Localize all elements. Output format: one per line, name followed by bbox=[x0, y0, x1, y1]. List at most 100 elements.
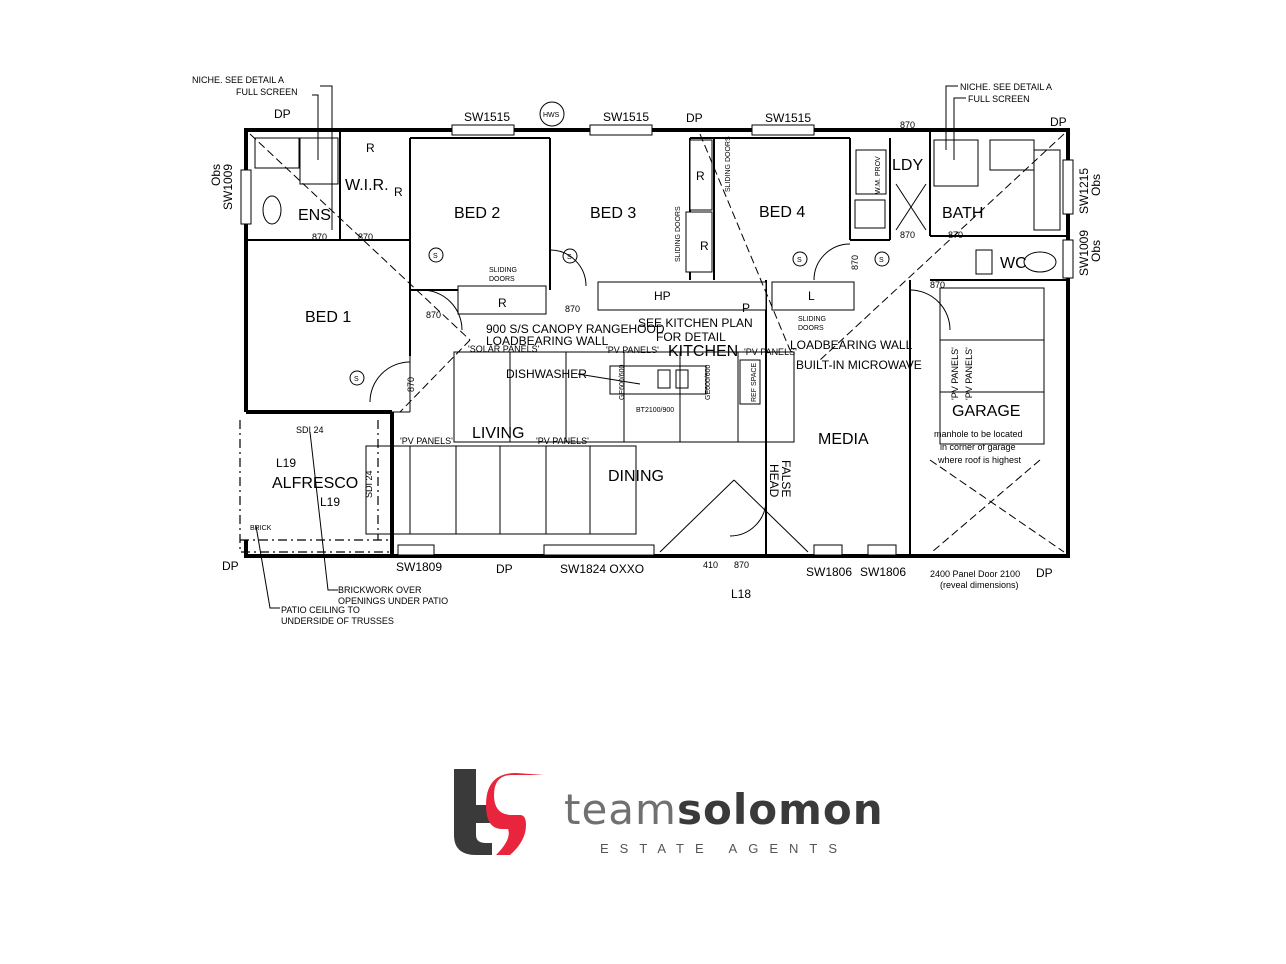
internal-walls bbox=[246, 130, 1068, 556]
note-ref-space: REF SPACE bbox=[751, 363, 758, 402]
dp-label: DP bbox=[496, 562, 513, 576]
dim-870: 870 bbox=[900, 120, 915, 130]
smoke-detector-icon: S bbox=[567, 254, 572, 261]
room-bed-2: BED 2 bbox=[454, 205, 500, 222]
annotations: NICHE. SEE DETAIL A FULL SCREEN NICHE. S… bbox=[192, 75, 1052, 626]
note-ge: GE600/600 bbox=[705, 364, 712, 400]
note-rangehood: 900 S/S CANOPY RANGEHOOD bbox=[486, 322, 665, 336]
smoke-detector-icon: S bbox=[879, 257, 884, 264]
dp-label: DP bbox=[222, 559, 239, 573]
dim-870: 870 bbox=[565, 304, 580, 314]
note-sliding: SLIDING bbox=[798, 316, 826, 323]
note-pv-panels: 'PV PANELS' bbox=[950, 347, 960, 400]
note-loadbearing: LOADBEARING WALL bbox=[790, 338, 913, 352]
note-brick: BRICK bbox=[250, 525, 272, 532]
note-patio-1: PATIO CEILING TO bbox=[281, 605, 360, 615]
dimension-labels: 870 870 870 870 870 870 870 870 870 410 … bbox=[276, 120, 963, 601]
windows bbox=[240, 124, 1074, 556]
hws-label: HWS bbox=[543, 112, 560, 119]
dim-870: 870 bbox=[900, 230, 915, 240]
window-obs: Obs bbox=[1089, 174, 1103, 196]
note-sliding-doors: SLIDING DOORS bbox=[725, 136, 732, 192]
room-wc: WC bbox=[1000, 255, 1027, 272]
note-pv-panels: 'PV PANELS' bbox=[400, 436, 453, 446]
note-full-screen: FULL SCREEN bbox=[968, 94, 1030, 104]
note-bt: BT2100/900 bbox=[636, 407, 674, 414]
window-obs: Obs bbox=[209, 164, 223, 186]
brand-name-bold: solomon bbox=[676, 785, 884, 834]
smoke-detector-icon: S bbox=[354, 376, 359, 383]
downpipe-labels: DP DP DP DP DP DP HWS bbox=[222, 107, 1067, 580]
linen-marker: L bbox=[808, 289, 815, 303]
note-pv-panels: 'PV PANELS' bbox=[606, 345, 659, 355]
level-l19: L19 bbox=[320, 495, 340, 509]
room-ens: ENS bbox=[298, 207, 331, 224]
note-microwave: BUILT-IN MICROWAVE bbox=[796, 358, 922, 372]
window-obs: Obs bbox=[1089, 240, 1103, 262]
note-manhole-3: where roof is highest bbox=[937, 455, 1022, 465]
note-for-detail: FOR DETAIL bbox=[656, 330, 726, 344]
note-see-kitchen: SEE KITCHEN PLAN bbox=[638, 316, 753, 330]
note-niche: NICHE. SEE DETAIL A bbox=[960, 82, 1052, 92]
window-label: SW1515 bbox=[765, 111, 811, 125]
note-doors: DOORS bbox=[489, 276, 515, 283]
room-bath: BATH bbox=[942, 205, 983, 222]
dp-label: DP bbox=[686, 111, 703, 125]
dim-410: 410 bbox=[703, 560, 718, 570]
room-wir: W.I.R. bbox=[345, 177, 389, 194]
note-full-screen: FULL SCREEN bbox=[236, 87, 298, 97]
window-label: SW1009 bbox=[1077, 230, 1091, 276]
robe-marker: R bbox=[366, 141, 375, 155]
room-dining: DINING bbox=[608, 468, 664, 485]
window-label: SW1515 bbox=[464, 110, 510, 124]
door-swings bbox=[369, 101, 951, 537]
pantry-marker: P bbox=[742, 301, 750, 315]
window-label: SW1806 bbox=[806, 565, 852, 579]
door-label: SDI 24 bbox=[364, 470, 374, 498]
smoke-detector-icon: S bbox=[797, 257, 802, 264]
floor-plan: BED 1 BED 2 BED 3 BED 4 ENS W.I.R. LDY B… bbox=[192, 75, 1103, 626]
dim-870: 870 bbox=[948, 230, 963, 240]
robe-marker: R bbox=[696, 169, 705, 183]
note-manhole-2: in corner of garage bbox=[940, 442, 1016, 452]
note-panel-door: 2400 Panel Door 2100 bbox=[930, 569, 1020, 579]
robe-marker: R bbox=[394, 185, 403, 199]
note-niche: NICHE. SEE DETAIL A bbox=[192, 75, 284, 85]
robe-marker: R bbox=[498, 296, 507, 310]
note-reveal: (reveal dimensions) bbox=[940, 580, 1019, 590]
robe-marker: R bbox=[700, 239, 709, 253]
pv-panels bbox=[365, 287, 1045, 535]
dim-870: 870 bbox=[406, 377, 416, 392]
room-garage: GARAGE bbox=[952, 403, 1020, 420]
note-ge: GE600/600 bbox=[619, 364, 626, 400]
brand-name: teamsolomon bbox=[564, 785, 884, 834]
hotplate-marker: HP bbox=[654, 289, 671, 303]
room-labels: BED 1 BED 2 BED 3 BED 4 ENS W.I.R. LDY B… bbox=[272, 157, 1027, 492]
note-false: FALSE bbox=[779, 460, 793, 497]
note-sliding: SLIDING bbox=[489, 267, 517, 274]
ts-monogram-icon bbox=[454, 769, 544, 855]
room-ldy: LDY bbox=[892, 157, 923, 174]
window-labels: SW1515 SW1515 SW1515 SW1809 SW1824 OXXO … bbox=[209, 110, 1103, 579]
smoke-detector-icon: S bbox=[433, 253, 438, 260]
room-media: MEDIA bbox=[818, 431, 869, 448]
fixtures bbox=[254, 137, 1061, 405]
note-loadbearing: LOADBEARING WALL bbox=[486, 334, 609, 348]
dim-870: 870 bbox=[850, 255, 860, 270]
dim-870: 870 bbox=[312, 232, 327, 242]
room-alfresco: ALFRESCO bbox=[272, 475, 358, 492]
brand-tagline: ESTATE AGENTS bbox=[600, 841, 848, 856]
note-pv-panels: 'PV PANELS' bbox=[536, 436, 589, 446]
window-label: SW1515 bbox=[603, 110, 649, 124]
room-kitchen: KITCHEN bbox=[668, 343, 738, 360]
dim-870: 870 bbox=[426, 310, 441, 320]
smoke-detectors: S S S S S bbox=[349, 247, 890, 386]
room-bed-3: BED 3 bbox=[590, 205, 636, 222]
roof-lines bbox=[249, 133, 1065, 553]
room-bed-4: BED 4 bbox=[759, 204, 805, 221]
note-solar-panels: 'SOLAR PANELS' bbox=[468, 344, 540, 354]
note-pv-panels: 'PV PANELS' bbox=[744, 347, 797, 357]
note-sliding-doors: SLIDING DOORS bbox=[675, 206, 682, 262]
level-l18: L18 bbox=[731, 587, 751, 601]
window-label: SW1824 OXXO bbox=[560, 562, 644, 576]
